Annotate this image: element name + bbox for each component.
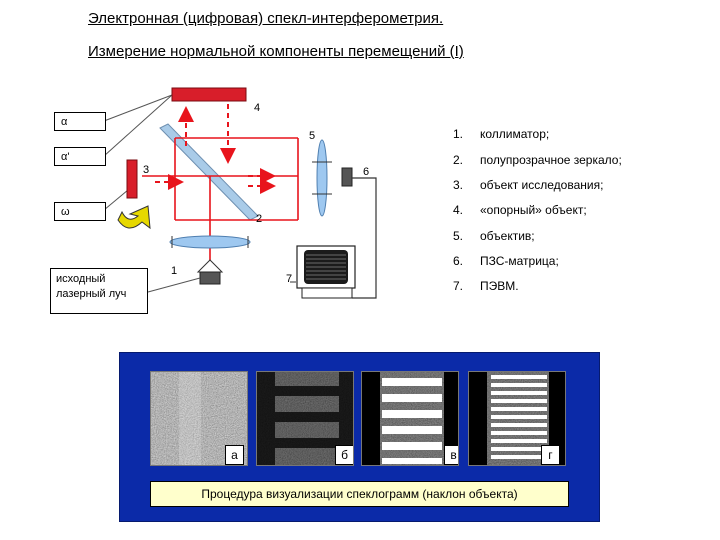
ccd-cable: [352, 177, 377, 299]
speckle-image-v-picture: [362, 372, 458, 465]
page-title: Электронная (цифровая) спекл-интерфероме…: [88, 10, 444, 27]
number-6: 6: [363, 166, 370, 178]
laser-source-label: исходный лазерный луч: [50, 268, 148, 314]
legend-item-5: 5.объектив;: [453, 229, 535, 243]
pc-base: [301, 287, 353, 299]
number-1: 1: [171, 265, 178, 277]
legend-item-3: 3.объект исследования;: [453, 178, 604, 192]
collimator-lens: [169, 235, 251, 249]
optical-scheme: [103, 87, 377, 299]
speckle-label-b: б: [335, 445, 353, 465]
legend-item-6: 6.ПЗС-матрица;: [453, 254, 559, 268]
page-subtitle: Измерение нормальной компоненты перемеще…: [88, 43, 464, 60]
leader-line-omega: [103, 189, 129, 211]
rotation-arrow-icon: [117, 205, 151, 230]
speckle-panel: а б: [119, 352, 600, 522]
source-label-line2: лазерный луч: [56, 288, 127, 300]
laser-source: [199, 271, 221, 285]
source-label-line1: исходный: [56, 273, 106, 285]
legend-item-7: 7.ПЭВМ.: [453, 279, 519, 293]
speckle-label-v: в: [444, 445, 458, 465]
number-3: 3: [143, 164, 150, 176]
leader-line-source: [147, 277, 201, 293]
number-5: 5: [309, 130, 316, 142]
objective-lens: [316, 139, 328, 217]
speckle-image-g: г: [468, 371, 566, 466]
state-omega: ω: [54, 202, 106, 221]
legend-item-2: 2.полупрозрачное зеркало;: [453, 153, 622, 167]
legend-item-1: 1.коллиматор;: [453, 127, 550, 141]
speckle-image-a: а: [150, 371, 248, 466]
speckle-label-g: г: [541, 445, 560, 465]
number-4: 4: [254, 102, 261, 114]
research-object: [126, 159, 138, 199]
leader-line-alpha: [103, 94, 173, 122]
speckle-image-v: в: [361, 371, 459, 466]
speckle-image-b: б: [256, 371, 354, 466]
leader-line-alpha-prime: [103, 94, 173, 157]
laser-cone: [196, 259, 224, 273]
speckle-caption: Процедура визуализации спеклограмм (накл…: [150, 481, 569, 507]
number-2: 2: [256, 213, 263, 225]
legend-item-4: 4.«опорный» объект;: [453, 203, 587, 217]
ccd-matrix: [341, 167, 353, 187]
state-alpha-prime: α': [54, 147, 106, 166]
speckle-image-g-picture: [469, 372, 565, 465]
semitransparent-mirror: [159, 123, 259, 221]
speckle-label-a: а: [225, 445, 244, 465]
number-7: 7: [286, 273, 293, 285]
reference-object: [171, 87, 247, 102]
state-alpha: α: [54, 112, 106, 131]
